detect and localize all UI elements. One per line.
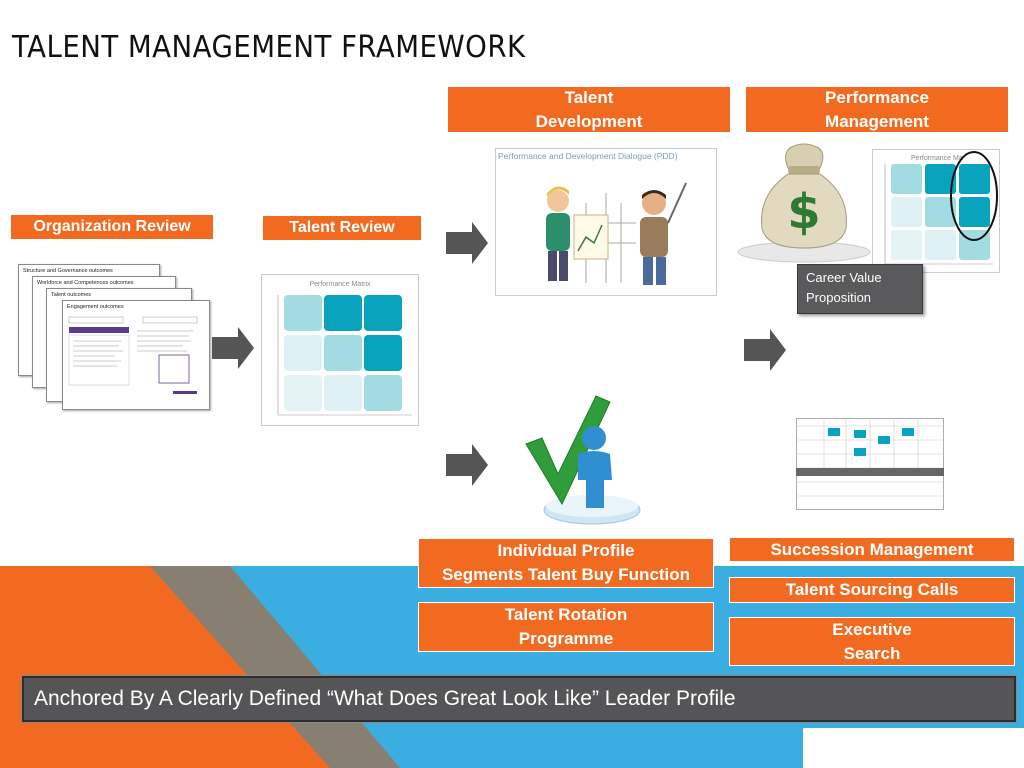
succession-management-label: Succession Management bbox=[770, 539, 974, 559]
individual-profile-line1: Individual Profile bbox=[497, 541, 635, 560]
performance-matrix: Performance Matrix bbox=[261, 274, 419, 426]
performance-matrix-title: Performance Matrix bbox=[309, 281, 371, 288]
page-title: TALENT MANAGEMENT FRAMEWORK bbox=[12, 30, 526, 65]
performance-matrix-small-grid bbox=[884, 151, 998, 265]
arrow-right-icon bbox=[446, 222, 488, 264]
talent-sourcing-box: Talent Sourcing Calls bbox=[729, 577, 1015, 603]
document-workforce-title: Workforce and Competences outcomes bbox=[37, 280, 134, 286]
money-bag-icon: $ bbox=[737, 143, 871, 263]
talent-development-line1: Talent bbox=[564, 87, 614, 107]
succession-chart bbox=[796, 418, 944, 510]
executive-search-line1: Executive bbox=[832, 619, 912, 639]
career-value-line1: Career Value bbox=[806, 270, 882, 285]
succession-management-box: Succession Management bbox=[729, 537, 1015, 562]
career-value-line2: Proposition bbox=[806, 290, 872, 305]
talent-rotation-line1: Talent Rotation bbox=[504, 605, 628, 624]
arrow-right-icon bbox=[446, 444, 488, 486]
document-engagement-content bbox=[68, 316, 198, 394]
talent-development-line2: Development bbox=[535, 111, 643, 131]
arrow-right-icon bbox=[212, 327, 254, 369]
talent-development-box: Talent Development bbox=[447, 86, 731, 133]
career-value-callout: Career Value Proposition bbox=[797, 264, 923, 314]
performance-management-box: Performance Management bbox=[745, 86, 1009, 133]
talent-review-box: Talent Review bbox=[262, 215, 422, 241]
individual-profile-line2: Segments Talent Buy Function bbox=[441, 565, 691, 584]
checkmark-person-icon bbox=[525, 395, 641, 525]
organization-review-box: Organization Review bbox=[10, 214, 214, 240]
executive-search-line2: Search bbox=[843, 643, 901, 663]
performance-management-line2: Management bbox=[825, 111, 929, 131]
performance-management-line1: Performance bbox=[825, 87, 929, 107]
document-engagement: Engagement outcomes bbox=[62, 300, 210, 410]
performance-matrix-small: Performance Ma bbox=[872, 149, 1000, 273]
pdd-illustration: Performance and Development Dialogue (PD… bbox=[495, 148, 717, 296]
talent-rotation-line2: Programme bbox=[518, 629, 614, 648]
executive-search-box: Executive Search bbox=[729, 617, 1015, 666]
document-structure-title: Structure and Governance outcomes bbox=[23, 268, 113, 274]
performance-matrix-small-title: Performance Ma bbox=[911, 155, 963, 162]
document-stack: Structure and Governance outcomes Workfo… bbox=[18, 264, 218, 414]
individual-profile-box: Individual Profile Segments Talent Buy F… bbox=[418, 538, 714, 588]
pdd-title: Performance and Development Dialogue (PD… bbox=[498, 151, 678, 161]
leader-profile-banner-text: Anchored By A Clearly Defined “What Does… bbox=[34, 687, 736, 710]
talent-review-label: Talent Review bbox=[289, 219, 395, 236]
talent-sourcing-label: Talent Sourcing Calls bbox=[785, 580, 959, 599]
two-people-illustration bbox=[546, 182, 687, 285]
organization-review-label: Organization Review bbox=[33, 218, 191, 235]
talent-rotation-box: Talent Rotation Programme bbox=[418, 602, 714, 652]
arrow-right-icon bbox=[744, 329, 786, 371]
performance-matrix-grid bbox=[277, 295, 412, 416]
document-engagement-title: Engagement outcomes bbox=[67, 304, 124, 310]
leader-profile-banner: Anchored By A Clearly Defined “What Does… bbox=[22, 676, 1016, 722]
document-talent-title: Talent outcomes bbox=[51, 292, 92, 298]
svg-text:$: $ bbox=[787, 184, 820, 240]
